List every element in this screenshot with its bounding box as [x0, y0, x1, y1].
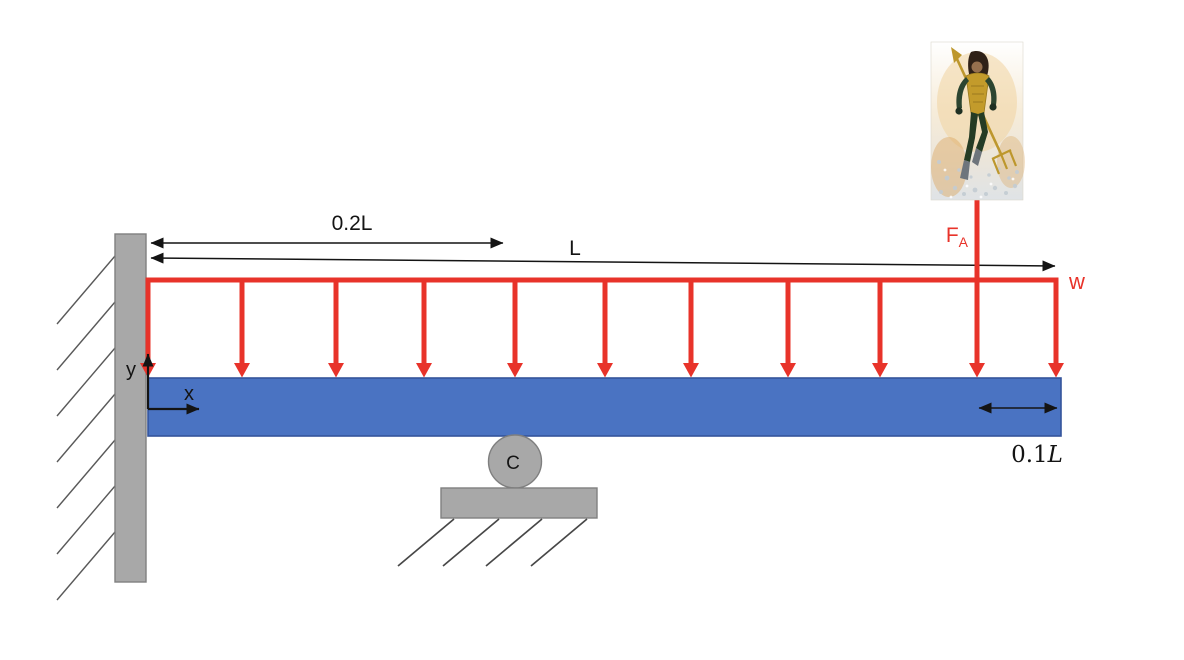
fixed-wall-support: [114, 233, 147, 583]
wall-hatching: [56, 255, 116, 601]
beam: [147, 377, 1062, 437]
x-axis-label: x: [184, 383, 194, 405]
distributed-load-label: w: [1068, 269, 1085, 294]
dimension-01L: 0.1L: [978, 402, 1063, 468]
water-speckles: [937, 160, 1019, 196]
dimension-L-label: L: [569, 237, 581, 260]
ground-hatching: [397, 518, 588, 567]
point-force-FA: FA: [946, 200, 980, 366]
distributed-load-arrows: [140, 282, 1064, 378]
distributed-load: w: [140, 269, 1085, 378]
roller-support-C: C: [397, 434, 598, 567]
point-force-label: FA: [946, 224, 969, 250]
aquaman-figure-icon: [930, 41, 1025, 201]
aquaman-body: [955, 51, 997, 180]
dimension-01L-label: 0.1L: [1011, 442, 1063, 468]
dimension-02L: 0.2L: [150, 212, 504, 249]
dimension-L: L: [150, 237, 1056, 272]
coordinate-axes: y x: [126, 353, 200, 415]
dimension-02L-label: 0.2L: [332, 212, 373, 235]
y-axis-label: y: [126, 359, 136, 381]
roller-label: C: [506, 453, 520, 474]
roller-base-plate: [440, 487, 598, 519]
